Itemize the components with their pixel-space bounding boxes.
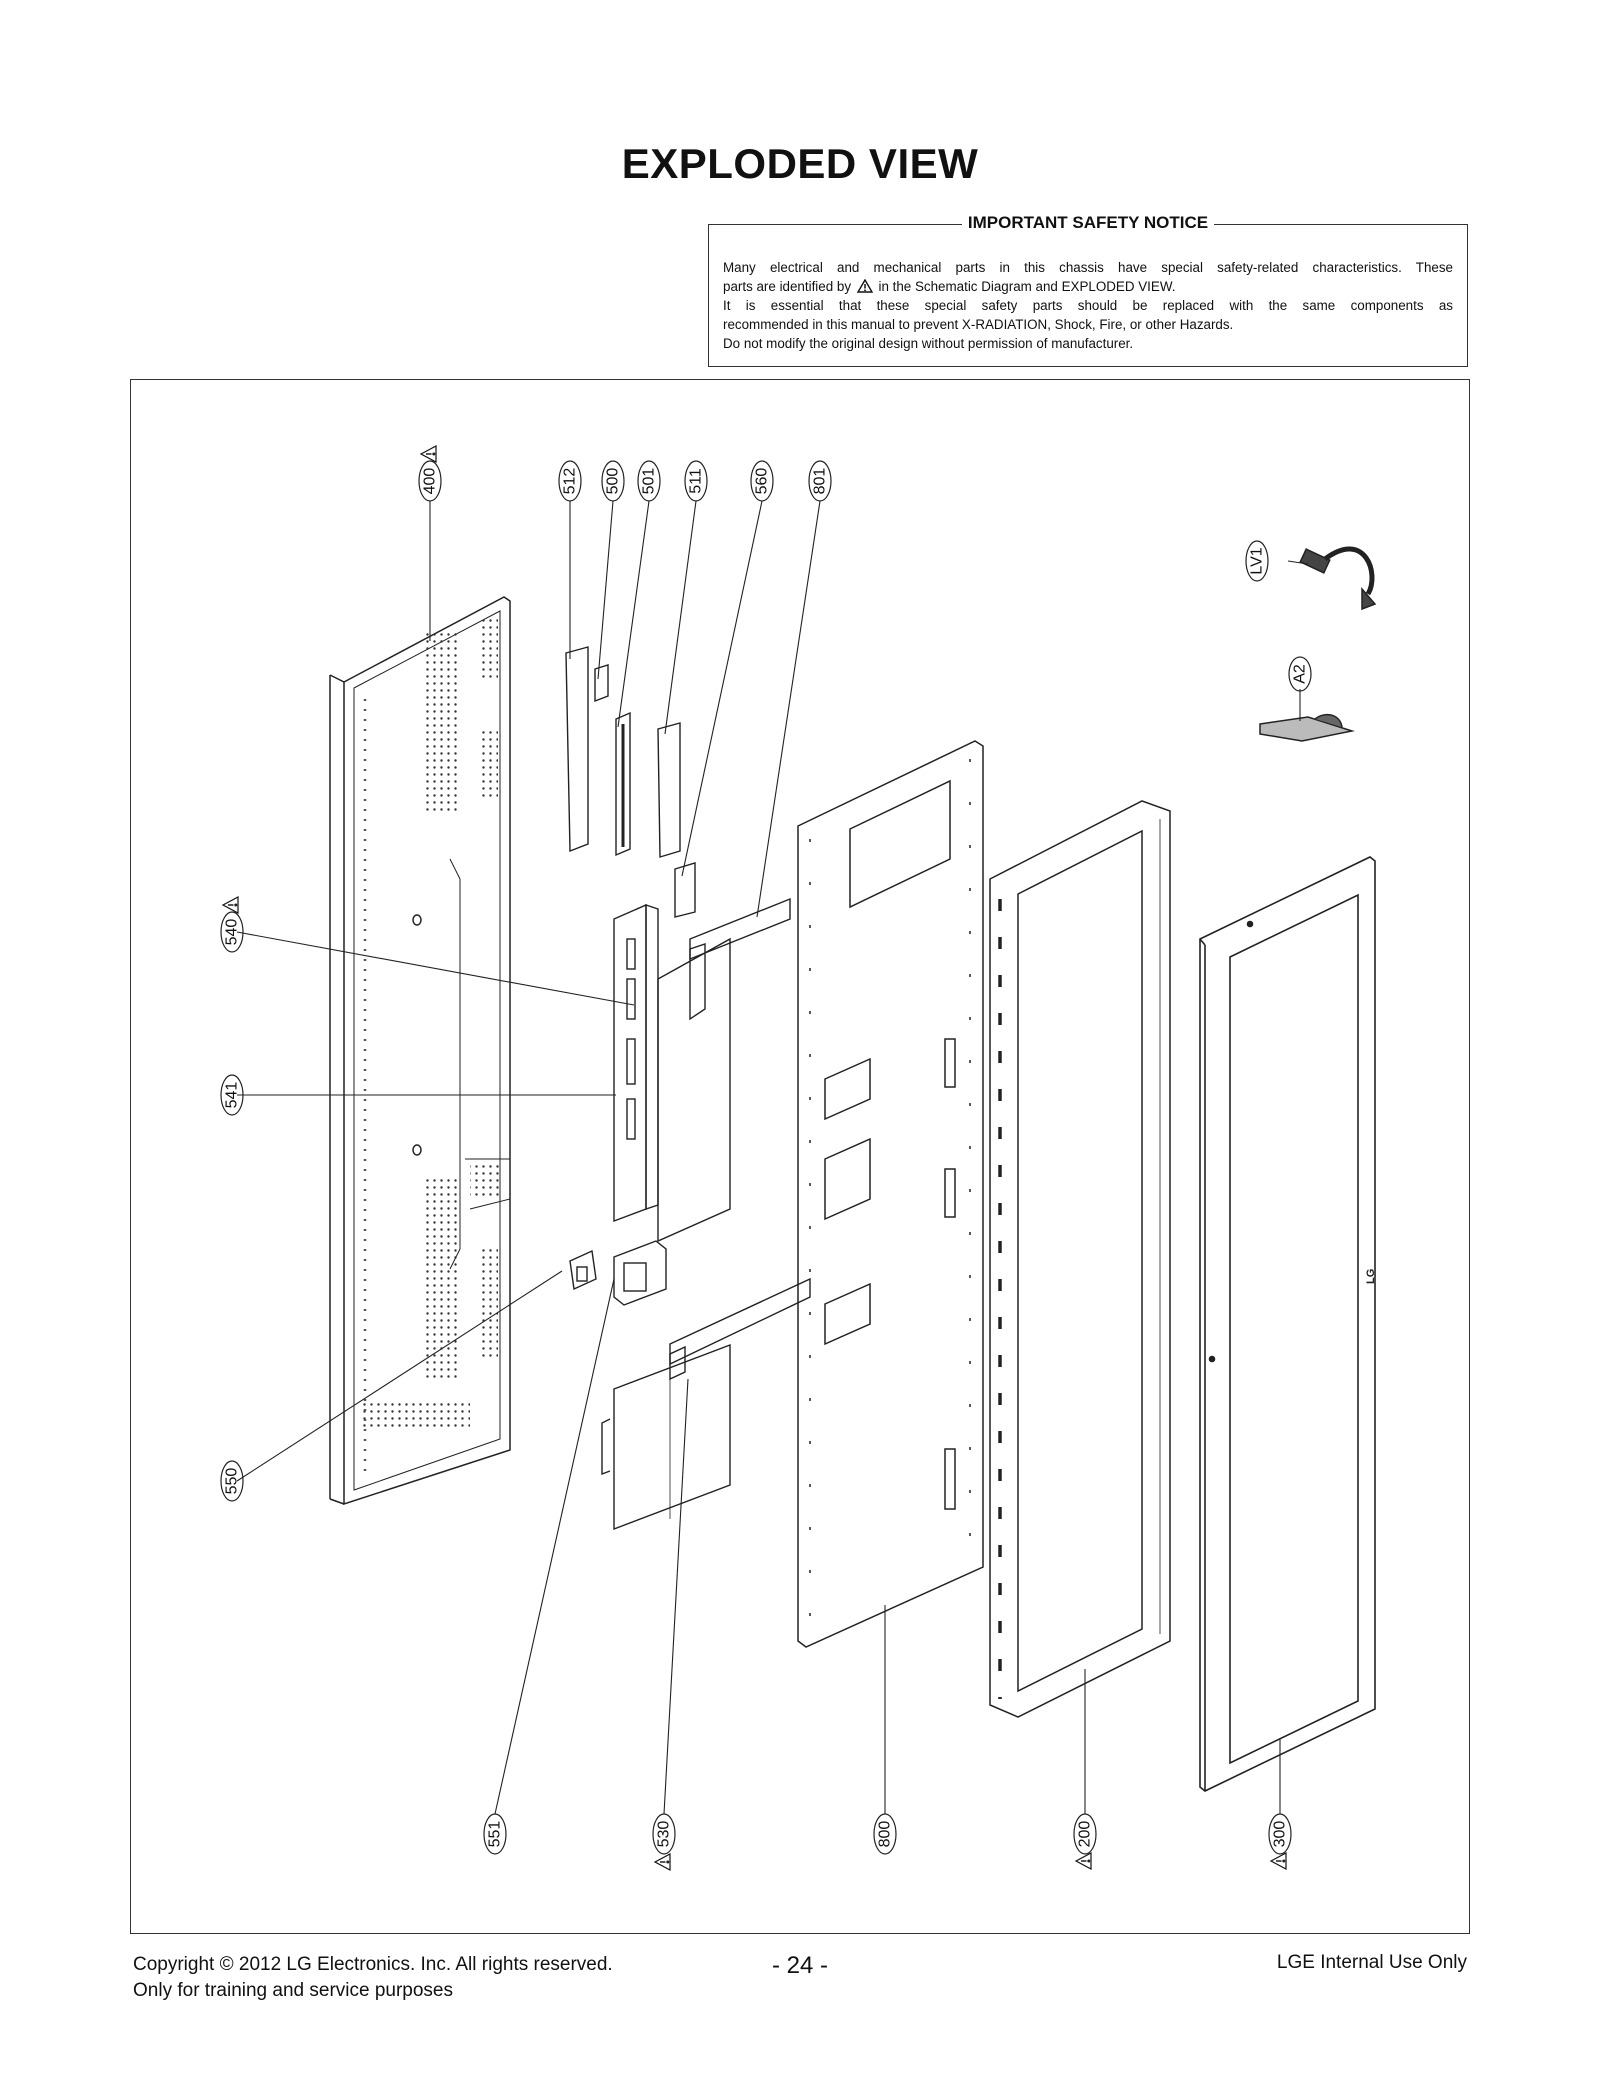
front-bezel-300: LG	[1199, 856, 1377, 1792]
svg-text:800: 800	[877, 1821, 894, 1848]
warning-triangle-icon	[856, 279, 873, 293]
callout-801: 801	[808, 460, 832, 502]
svg-text:801: 801	[812, 468, 829, 495]
callout-550: 550	[220, 1460, 244, 1502]
svg-text:530: 530	[656, 1821, 673, 1848]
footer-purpose: Only for training and service purposes	[133, 1980, 453, 2001]
svg-text:A2: A2	[1292, 664, 1309, 684]
callout-LV1: LV1	[1245, 540, 1269, 582]
notice-line-2: parts are identified by in the Schematic…	[723, 279, 1176, 294]
page-number: - 24 -	[771, 1952, 828, 1979]
callout-512: 512	[558, 460, 582, 502]
callout-400: 400	[418, 445, 442, 502]
svg-text:541: 541	[224, 1082, 241, 1109]
callout-300: 300	[1268, 1813, 1292, 1870]
page-title: EXPLODED VIEW	[621, 140, 979, 187]
leader-lines	[236, 500, 1309, 1815]
callout-540: 540	[220, 896, 244, 953]
callout-511: 511	[684, 460, 708, 502]
callout-541: 541	[220, 1074, 244, 1116]
modules-550-551	[569, 1240, 667, 1306]
svg-text:300: 300	[1272, 1821, 1289, 1848]
notice-line-5: Do not modify the original design withou…	[723, 336, 1134, 351]
main-board-540-541	[613, 897, 791, 1243]
middle-chassis-800	[797, 740, 984, 1648]
callout-501: 501	[637, 460, 661, 502]
svg-text:550: 550	[224, 1468, 241, 1495]
stand-A2	[1259, 713, 1355, 742]
cable-LV1	[1299, 546, 1377, 611]
safety-notice-body: Many electrical and mechanical parts in …	[723, 258, 1453, 353]
callout-551: 551	[483, 1813, 507, 1855]
callout-500: 500	[601, 460, 625, 502]
notice-line-3: It is essential that these special safet…	[723, 298, 1453, 313]
display-panel-200	[989, 800, 1171, 1718]
svg-text:500: 500	[605, 468, 622, 495]
callout-200: 200	[1073, 1813, 1097, 1870]
svg-text:551: 551	[487, 1821, 504, 1848]
callout-530: 530	[652, 1813, 676, 1871]
footer-classification: LGE Internal Use Only	[1276, 1952, 1467, 1973]
svg-text:501: 501	[641, 468, 658, 495]
diagram-frame	[130, 379, 1470, 1934]
callout-560: 560	[750, 460, 774, 502]
svg-text:540: 540	[224, 919, 241, 946]
safety-notice-box: IMPORTANT SAFETY NOTICE Many electrical …	[708, 213, 1468, 367]
lower-bracket	[669, 1277, 811, 1381]
svg-text:400: 400	[422, 468, 439, 495]
notice-line-1: Many electrical and mechanical parts in …	[723, 260, 1453, 275]
brackets-512-500-501-511-560	[565, 646, 696, 918]
callout-labels: 400 512 500 501 511 560 801 LV1	[220, 445, 1312, 1871]
brand-mark-lg: LG	[1365, 1269, 1377, 1284]
footer-copyright: Copyright © 2012 LG Electronics. Inc. Al…	[133, 1954, 613, 1975]
svg-text:511: 511	[688, 468, 705, 494]
svg-text:560: 560	[754, 468, 771, 495]
rear-cover-400	[329, 596, 511, 1506]
footer-left: Copyright © 2012 LG Electronics. Inc. Al…	[133, 1952, 613, 2004]
exploded-view-diagram: LG 400	[220, 445, 1377, 1871]
notice-line-4: recommended in this manual to prevent X-…	[723, 317, 1234, 332]
callout-A2: A2	[1288, 656, 1312, 692]
svg-text:LV1: LV1	[1249, 547, 1266, 574]
power-board-530	[601, 1343, 731, 1531]
svg-text:200: 200	[1077, 1821, 1094, 1848]
callout-800: 800	[873, 1813, 897, 1855]
safety-notice-title: IMPORTANT SAFETY NOTICE	[961, 213, 1215, 232]
svg-text:512: 512	[562, 468, 579, 495]
